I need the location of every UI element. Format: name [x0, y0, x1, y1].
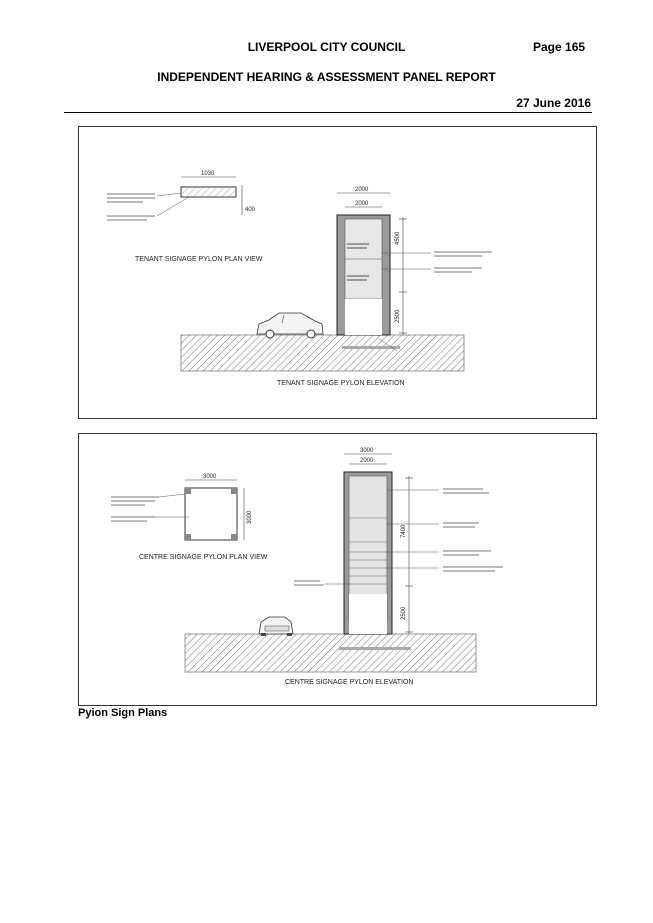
centre-car-icon [258, 616, 294, 636]
figure-caption: Pyion Sign Plans [78, 707, 168, 719]
tenant-overall-width-dim: 2000 [355, 187, 369, 193]
report-date: 27 June 2016 [516, 96, 591, 110]
tenant-plan-view: 1030 400 TENANT SIGNAGE PYLON PLAN VIEW [107, 171, 263, 263]
page-number: Page 165 [533, 40, 586, 54]
organization-name: LIVERPOOL CITY COUNCIL [247, 40, 406, 54]
centre-overall-width-dim: 3000 [360, 448, 374, 454]
tenant-plan-title: TENANT SIGNAGE PYLON PLAN VIEW [135, 256, 263, 263]
centre-sign-height-dim: 7400 [401, 524, 407, 538]
tenant-pylon-drawing: 1030 400 TENANT SIGNAGE PYLON PLAN VIEW [78, 126, 597, 419]
tenant-pylon-svg: 1030 400 TENANT SIGNAGE PYLON PLAN VIEW [107, 171, 492, 387]
header-rule [64, 112, 592, 113]
centre-plan-depth-dim: 3000 [247, 510, 253, 524]
centre-ground-slab [184, 633, 477, 673]
centre-pylon-drawing: 3000 3000 CENTRE SIGNAGE PYLON PLAN VIEW [78, 433, 597, 706]
centre-inner-width-dim: 2000 [360, 458, 374, 464]
tenant-plan-width-dim: 1030 [201, 171, 215, 177]
centre-pylon-elevation: 3000 2000 7400 2500 CENTRE SI [285, 448, 503, 686]
centre-base-height-dim: 2500 [401, 606, 407, 620]
centre-pylon-svg: 3000 3000 CENTRE SIGNAGE PYLON PLAN VIEW [111, 448, 503, 686]
centre-plan-view: 3000 3000 CENTRE SIGNAGE PYLON PLAN VIEW [111, 474, 268, 561]
tenant-ground-slab [180, 334, 465, 372]
tenant-plan-depth-dim: 400 [245, 207, 256, 213]
tenant-car-icon [256, 312, 324, 339]
tenant-base-height-dim: 2500 [395, 309, 401, 323]
tenant-inner-width-dim: 2000 [355, 201, 369, 207]
tenant-sign-height-dim: 4500 [395, 231, 401, 245]
centre-plan-title: CENTRE SIGNAGE PYLON PLAN VIEW [139, 554, 268, 561]
tenant-elevation-title: TENANT SIGNAGE PYLON ELEVATION [277, 380, 405, 387]
tenant-pylon-elevation: 2000 2000 4500 2500 TENANT SIGNAGE PYLON… [277, 187, 492, 387]
centre-elevation-title: CENTRE SIGNAGE PYLON ELEVATION [285, 679, 414, 686]
centre-plan-width-dim: 3000 [203, 474, 217, 480]
report-title: INDEPENDENT HEARING & ASSESSMENT PANEL R… [157, 70, 496, 84]
